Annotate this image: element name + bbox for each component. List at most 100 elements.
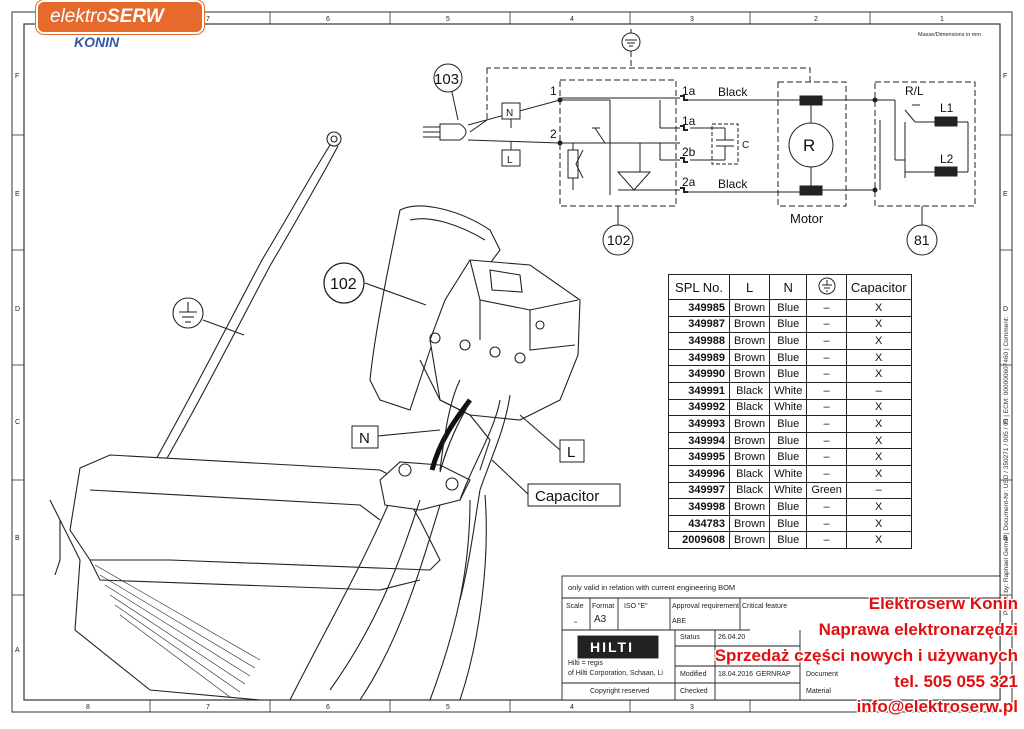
col-l: L	[728, 274, 771, 300]
table-cell: 349997	[668, 481, 730, 500]
row-labels: F E D C B A F E D C B	[15, 73, 1008, 654]
table-cell: Brown	[728, 299, 771, 317]
brand-logo: elektroSERW	[38, 2, 202, 32]
switch-ref-label: 102	[330, 276, 357, 293]
table-cell: Black	[728, 481, 771, 500]
table-cell: Black	[728, 398, 771, 417]
table-cell: –	[845, 481, 912, 500]
table-cell: 349991	[668, 381, 730, 400]
tb-format-value: A3	[594, 614, 607, 625]
table-cell: –	[806, 531, 847, 549]
table-cell: White	[769, 464, 808, 483]
col-label: 5	[446, 16, 450, 23]
motor-symbol-label: R	[803, 136, 815, 155]
dimensions-note: Masse/Dimensions in mm	[918, 32, 981, 38]
row-label: C	[1003, 419, 1008, 426]
table-cell: X	[845, 365, 912, 383]
col-spl: SPL No.	[668, 274, 730, 300]
tb-hilti-line2: of Hilti Corporation, Schaan, Li	[568, 670, 663, 677]
capacitor-label: Capacitor	[535, 488, 599, 505]
title-block	[561, 575, 1001, 701]
table-cell: Blue	[769, 498, 808, 516]
wiring-schematic	[423, 29, 976, 256]
table-cell: 349989	[668, 348, 730, 367]
l-wire-label: L	[567, 444, 575, 461]
earth-icon	[621, 32, 641, 52]
hilti-logo: HILTI	[590, 639, 634, 655]
table-cell: White	[769, 398, 808, 417]
table-cell: Brown	[728, 415, 771, 433]
table-cell: 349985	[668, 299, 730, 317]
terminal-1a-label: 1a	[682, 114, 696, 128]
side-print-text: Printed by: Raphael Gerner | Document-Nr…	[1003, 316, 1010, 615]
tb-modified-label: Modified	[680, 671, 707, 678]
table-cell: –	[806, 315, 847, 334]
tb-modified-by: GERNRAP	[756, 671, 791, 678]
table-cell: Blue	[769, 315, 808, 334]
brand-name-part2: SERW	[107, 6, 164, 27]
terminal-2a-label: 2a	[682, 175, 696, 189]
table-cell: X	[845, 464, 912, 483]
table-cell: X	[845, 348, 912, 367]
table-cell: X	[845, 315, 912, 334]
tb-status-label: Status	[680, 634, 700, 641]
table-cell: –	[806, 415, 847, 433]
table-cell: Blue	[769, 431, 808, 450]
table-cell: Brown	[728, 514, 771, 533]
assembly-labels: 102 N L Capacitor	[323, 262, 621, 507]
table-cell: Brown	[728, 348, 771, 367]
column-labels-top: 8 7 6 5 4 3 2 1	[86, 16, 944, 23]
table-cell: –	[806, 448, 847, 466]
table-cell: Brown	[728, 448, 771, 466]
tb-copyright: Copyright reserved	[590, 688, 650, 695]
table-cell: X	[845, 332, 912, 350]
inner-frame	[23, 23, 1001, 701]
overlay-service: Naprawa elektronarzędzi	[818, 620, 1018, 639]
table-cell: X	[845, 531, 912, 549]
table-cell: Blue	[769, 415, 808, 433]
field-ref-label: 81	[914, 232, 930, 248]
overlay-sales: Sprzedaż części nowych i używanych	[714, 646, 1018, 665]
table-cell: Black	[728, 381, 771, 400]
earth-icon	[806, 274, 847, 300]
col-label: 7	[206, 704, 210, 711]
row-label: D	[1003, 306, 1008, 313]
table-cell: Brown	[728, 315, 771, 334]
tb-hilti-line1: Hilti = regis	[568, 660, 603, 667]
node-1-label: 1	[550, 84, 557, 98]
schematic-labels: 103 1 2 1a 1a 2b 2a Black Black C R Moto…	[434, 71, 954, 248]
n-label: N	[506, 108, 513, 119]
wire-color-label: Black	[718, 177, 748, 191]
l1-label: L1	[940, 101, 954, 115]
table-cell: X	[845, 431, 912, 450]
table-cell: White	[769, 381, 808, 400]
table-cell: X	[845, 299, 912, 317]
col-label: 3	[690, 16, 694, 23]
table-cell: Black	[728, 464, 771, 483]
table-cell: Brown	[728, 498, 771, 516]
col-label: 3	[690, 704, 694, 711]
motor-label: Motor	[790, 211, 824, 226]
tb-critical: Critical feature	[742, 603, 788, 610]
table-cell: White	[769, 481, 808, 500]
table-cell: Brown	[728, 431, 771, 450]
tb-abe: ABE	[672, 618, 687, 625]
row-label: F	[1003, 73, 1007, 80]
table-cell: –	[806, 431, 847, 450]
spl-table-header: SPL No. L N Capacitor	[668, 274, 912, 300]
tb-status-date: 26.04.20	[718, 634, 746, 641]
table-cell: –	[806, 332, 847, 350]
row-label: B	[15, 535, 20, 542]
wire-color-label: Black	[718, 85, 748, 99]
table-cell: –	[806, 299, 847, 317]
overlay-phone: tel. 505 055 321	[894, 672, 1018, 691]
table-cell: Brown	[728, 365, 771, 383]
